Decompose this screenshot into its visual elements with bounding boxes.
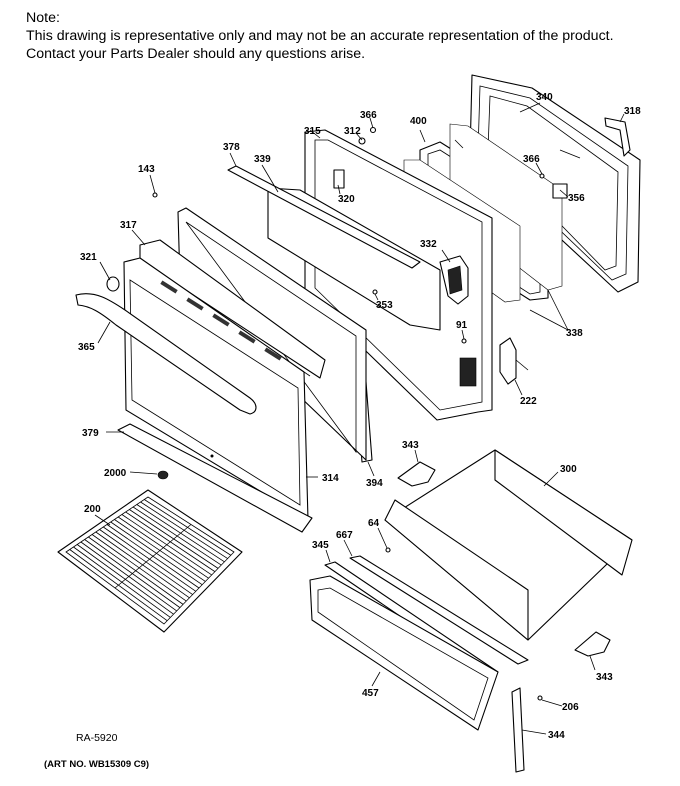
part-379-bottom-trim xyxy=(117,423,313,533)
washer-312 xyxy=(358,137,366,145)
part-200-oven-rack xyxy=(57,489,243,633)
hinge-356 xyxy=(552,183,568,199)
screw-91 xyxy=(461,338,467,344)
label-353: 353 xyxy=(376,300,393,311)
label-340: 340 xyxy=(536,92,553,103)
label-344: 344 xyxy=(548,730,565,741)
part-343-slide-lower xyxy=(574,631,611,657)
bracket-320 xyxy=(333,169,345,189)
part-667-drawer-trim xyxy=(349,555,529,665)
label-222: 222 xyxy=(520,396,537,407)
fasteners xyxy=(152,126,568,701)
label-315: 315 xyxy=(304,126,321,137)
label-91: 91 xyxy=(456,320,468,331)
label-143: 143 xyxy=(138,164,155,175)
screw-366b xyxy=(539,173,545,179)
screw-366 xyxy=(369,126,377,134)
label-339: 339 xyxy=(254,154,271,165)
label-2000: 2000 xyxy=(104,468,127,479)
part-222-latch xyxy=(499,337,529,385)
rack-crossbar xyxy=(114,524,192,589)
screw-206 xyxy=(537,695,543,701)
label-312: 312 xyxy=(344,126,361,137)
screw-143 xyxy=(152,192,158,198)
label-321: 321 xyxy=(80,252,97,263)
part-365-handle xyxy=(75,293,257,415)
label-200: 200 xyxy=(84,504,101,515)
part-300-drawer-box xyxy=(384,449,633,641)
part-321-end-cap xyxy=(106,276,120,292)
art-number: (ART NO. WB15309 C9) xyxy=(44,759,149,770)
label-317: 317 xyxy=(120,220,137,231)
part-457-drawer-front xyxy=(309,575,499,731)
label-332: 332 xyxy=(420,239,437,250)
label-379: 379 xyxy=(82,428,99,439)
leader-lines xyxy=(94,102,625,735)
label-356: 356 xyxy=(568,193,585,204)
label-314: 314 xyxy=(322,473,339,484)
label-400: 400 xyxy=(410,116,427,127)
label-206: 206 xyxy=(562,702,579,713)
label-366b: 366 xyxy=(523,154,540,165)
screw-64 xyxy=(385,547,391,553)
part-344-rail xyxy=(511,687,525,773)
label-343b: 343 xyxy=(596,672,613,683)
label-365: 365 xyxy=(78,342,95,353)
note-line-1: This drawing is representative only and … xyxy=(26,28,614,44)
label-366a: 366 xyxy=(360,110,377,121)
part-343-slide-upper xyxy=(397,461,436,487)
label-394: 394 xyxy=(366,478,383,489)
label-338: 338 xyxy=(566,328,583,339)
note-heading: Note: xyxy=(26,10,60,26)
label-457: 457 xyxy=(362,688,379,699)
label-667: 667 xyxy=(336,530,353,541)
part-339-insulation xyxy=(267,187,441,331)
label-300: 300 xyxy=(560,464,577,475)
part-318-vent-gasket xyxy=(604,117,631,157)
label-345: 345 xyxy=(312,540,329,551)
label-343a: 343 xyxy=(402,440,419,451)
screw-353 xyxy=(372,289,378,295)
label-320: 320 xyxy=(338,194,355,205)
part-2000-knob xyxy=(157,470,169,480)
part-332-bracket xyxy=(439,255,469,305)
note-line-2: Contact your Parts Dealer should any que… xyxy=(26,46,366,62)
label-378: 378 xyxy=(223,142,240,153)
disclaimer-note: Note: This drawing is representative onl… xyxy=(26,9,614,63)
part-378-top-trim xyxy=(227,165,421,269)
label-64: 64 xyxy=(368,518,380,529)
diagram-ref: RA-5920 xyxy=(76,732,118,744)
part-labels: 340 318 366 312 400 315 366 356 378 339 … xyxy=(78,92,641,741)
label-318: 318 xyxy=(624,106,641,117)
